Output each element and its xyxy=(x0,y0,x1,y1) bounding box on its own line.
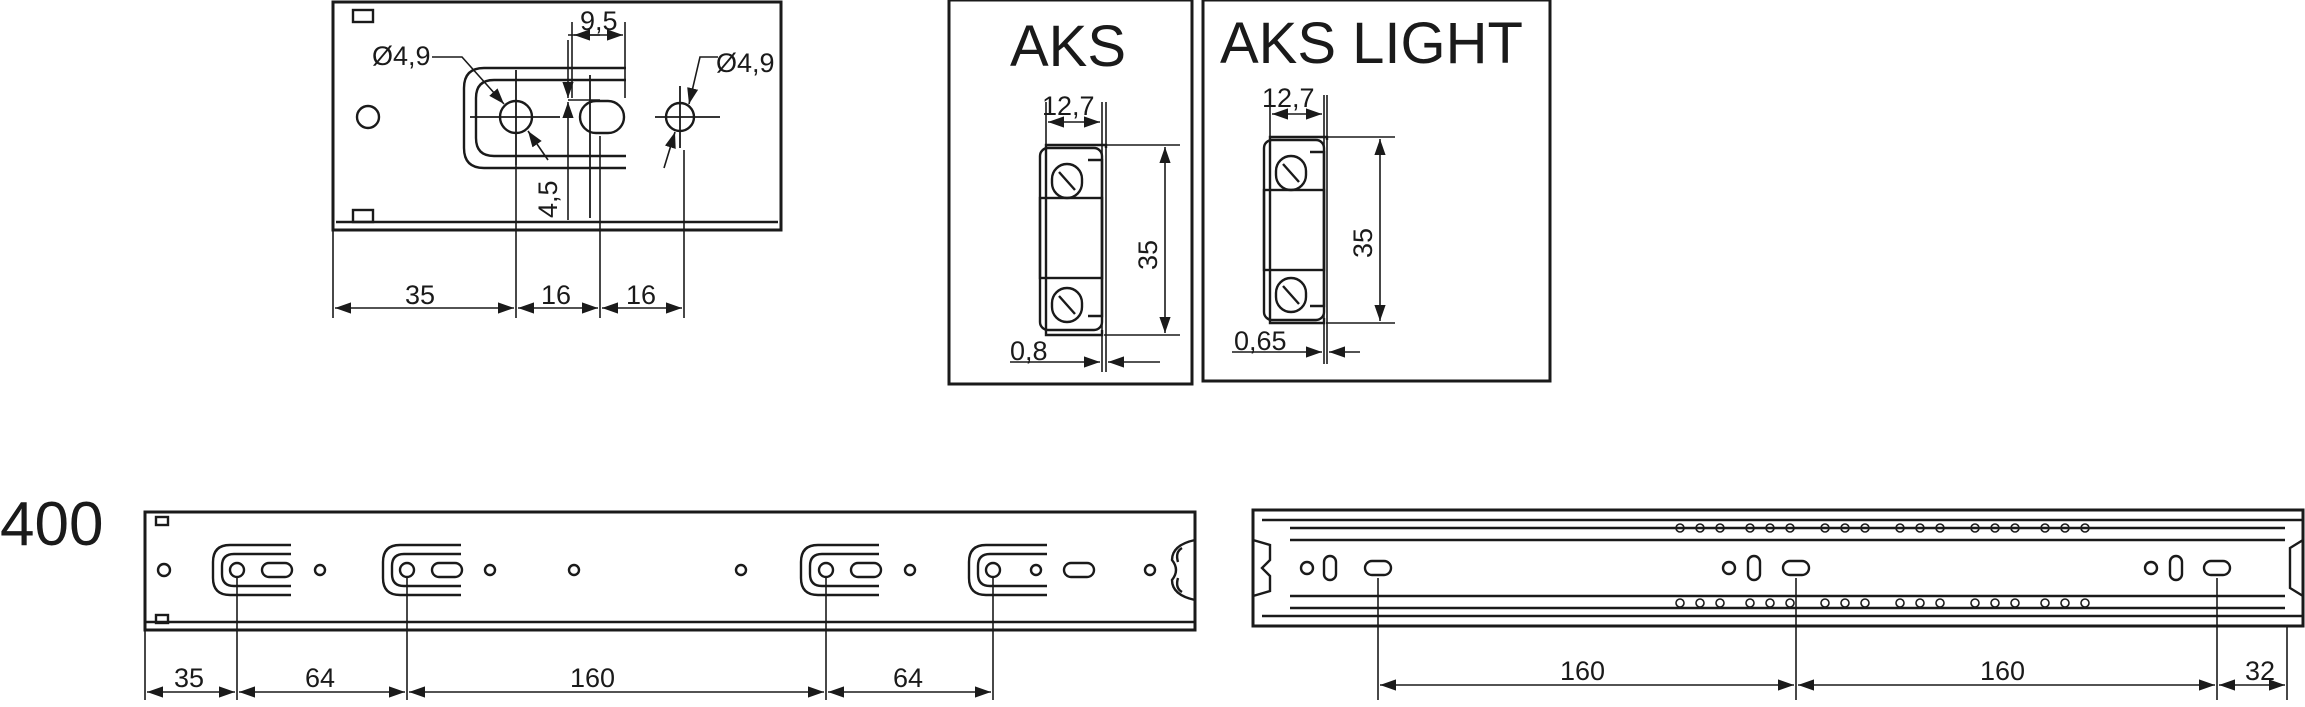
offset-label: 4,5 xyxy=(533,180,563,218)
rail-labels: 400 35 64 160 64 160 160 32 xyxy=(0,490,2275,693)
left-rail-view xyxy=(143,510,1197,700)
aks-light-width: 12,7 xyxy=(1262,83,1315,113)
aks-profile-view xyxy=(947,0,1194,386)
left-rail-spacing-2: 64 xyxy=(305,663,335,693)
hole-left-diameter: Ø4,9 xyxy=(372,41,431,71)
ball-row-bottom xyxy=(1675,598,2090,608)
aks-thickness: 0,8 xyxy=(1010,336,1048,366)
rail-slot-group-2 xyxy=(381,543,497,597)
aks-light-title: AKS LIGHT xyxy=(1220,11,1523,76)
length-label: 400 xyxy=(0,490,103,559)
detail-spacing-3: 16 xyxy=(626,280,656,310)
right-rail-spacing-2: 160 xyxy=(1980,656,2025,686)
detail-spacing-1: 35 xyxy=(405,280,435,310)
rail-slot-group-3 xyxy=(799,543,917,597)
ball-row-top xyxy=(1675,523,2090,533)
left-rail-spacing-4: 64 xyxy=(893,663,923,693)
detail-labels: Ø4,9 Ø4,9 9,5 4,5 35 16 16 xyxy=(372,6,775,310)
right-rail-spacing-1: 160 xyxy=(1560,656,1605,686)
aks-width: 12,7 xyxy=(1042,91,1095,121)
aks-light-labels: AKS LIGHT 12,7 35 0,65 xyxy=(1220,11,1523,356)
slot-width-label: 9,5 xyxy=(580,6,618,36)
left-rail-spacing-1: 35 xyxy=(174,663,204,693)
left-rail-spacing-3: 160 xyxy=(570,663,615,693)
aks-light-profile-view xyxy=(1201,0,1552,383)
aks-labels: AKS 12,7 35 0,8 xyxy=(1010,14,1163,366)
rail-slot-group-1 xyxy=(211,543,327,597)
aks-title: AKS xyxy=(1010,14,1126,79)
detail-spacing-2: 16 xyxy=(541,280,571,310)
hole-right-diameter: Ø4,9 xyxy=(716,48,775,78)
aks-height: 35 xyxy=(1133,240,1163,270)
rail-slot-group-4 xyxy=(967,543,1157,597)
right-rail-view xyxy=(1251,508,2305,700)
aks-light-thickness: 0,65 xyxy=(1234,326,1287,356)
right-rail-spacing-3: 32 xyxy=(2245,656,2275,686)
aks-light-height: 35 xyxy=(1348,228,1378,258)
mounting-detail-view xyxy=(331,0,783,318)
